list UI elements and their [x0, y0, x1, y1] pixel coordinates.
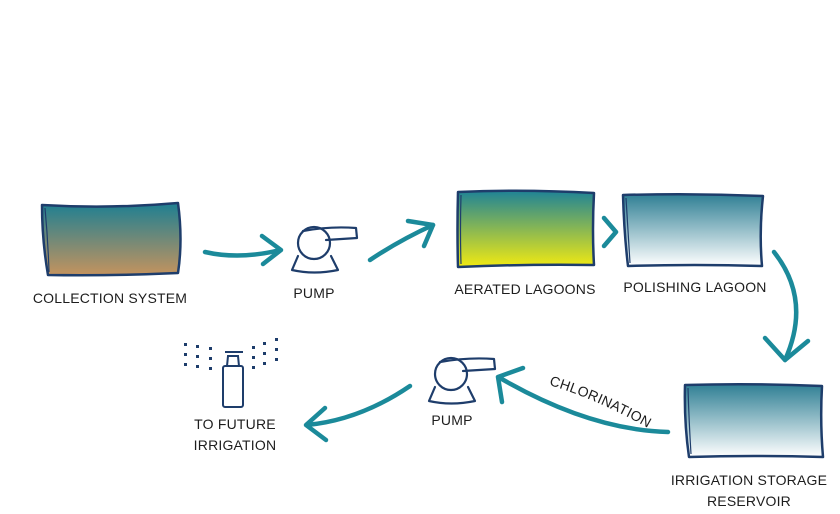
irrigation-label: TO FUTURE IRRIGATION [170, 414, 300, 456]
pump-icon [290, 225, 359, 274]
pump-label: PUMP [293, 285, 335, 301]
pump-icon [427, 356, 497, 405]
reservoir-label-line1: IRRIGATION STORAGE [670, 472, 828, 488]
aerated-lagoons-basin [456, 189, 596, 269]
sprinkler-icon [184, 338, 278, 408]
arrow-pump-to-aerated [367, 218, 436, 263]
arrow-collection-to-pump [202, 233, 284, 267]
arrow-pump-to-irrigation [303, 383, 413, 443]
arrow-polishing-to-reservoir [762, 249, 811, 363]
irrigation-storage-reservoir-label: IRRIGATION STORAGE RESERVOIR [660, 470, 838, 512]
irrigation-label-line1: TO FUTURE [194, 416, 276, 432]
irrigation-label-line2: IRRIGATION [193, 437, 277, 453]
pump-label: PUMP [431, 412, 473, 428]
collection-system-label: COLLECTION SYSTEM [32, 290, 188, 306]
polishing-lagoon-label: POLISHING LAGOON [623, 279, 767, 295]
irrigation-storage-reservoir-basin [683, 382, 825, 459]
arrow-aerated-to-polishing [601, 215, 619, 249]
reservoir-label-line2: RESERVOIR [706, 493, 791, 509]
aerated-lagoons-label: AERATED LAGOONS [454, 281, 596, 297]
arrow-reservoir-to-pump [495, 365, 671, 435]
collection-system-tank [40, 201, 182, 277]
polishing-lagoon-basin [621, 192, 765, 268]
